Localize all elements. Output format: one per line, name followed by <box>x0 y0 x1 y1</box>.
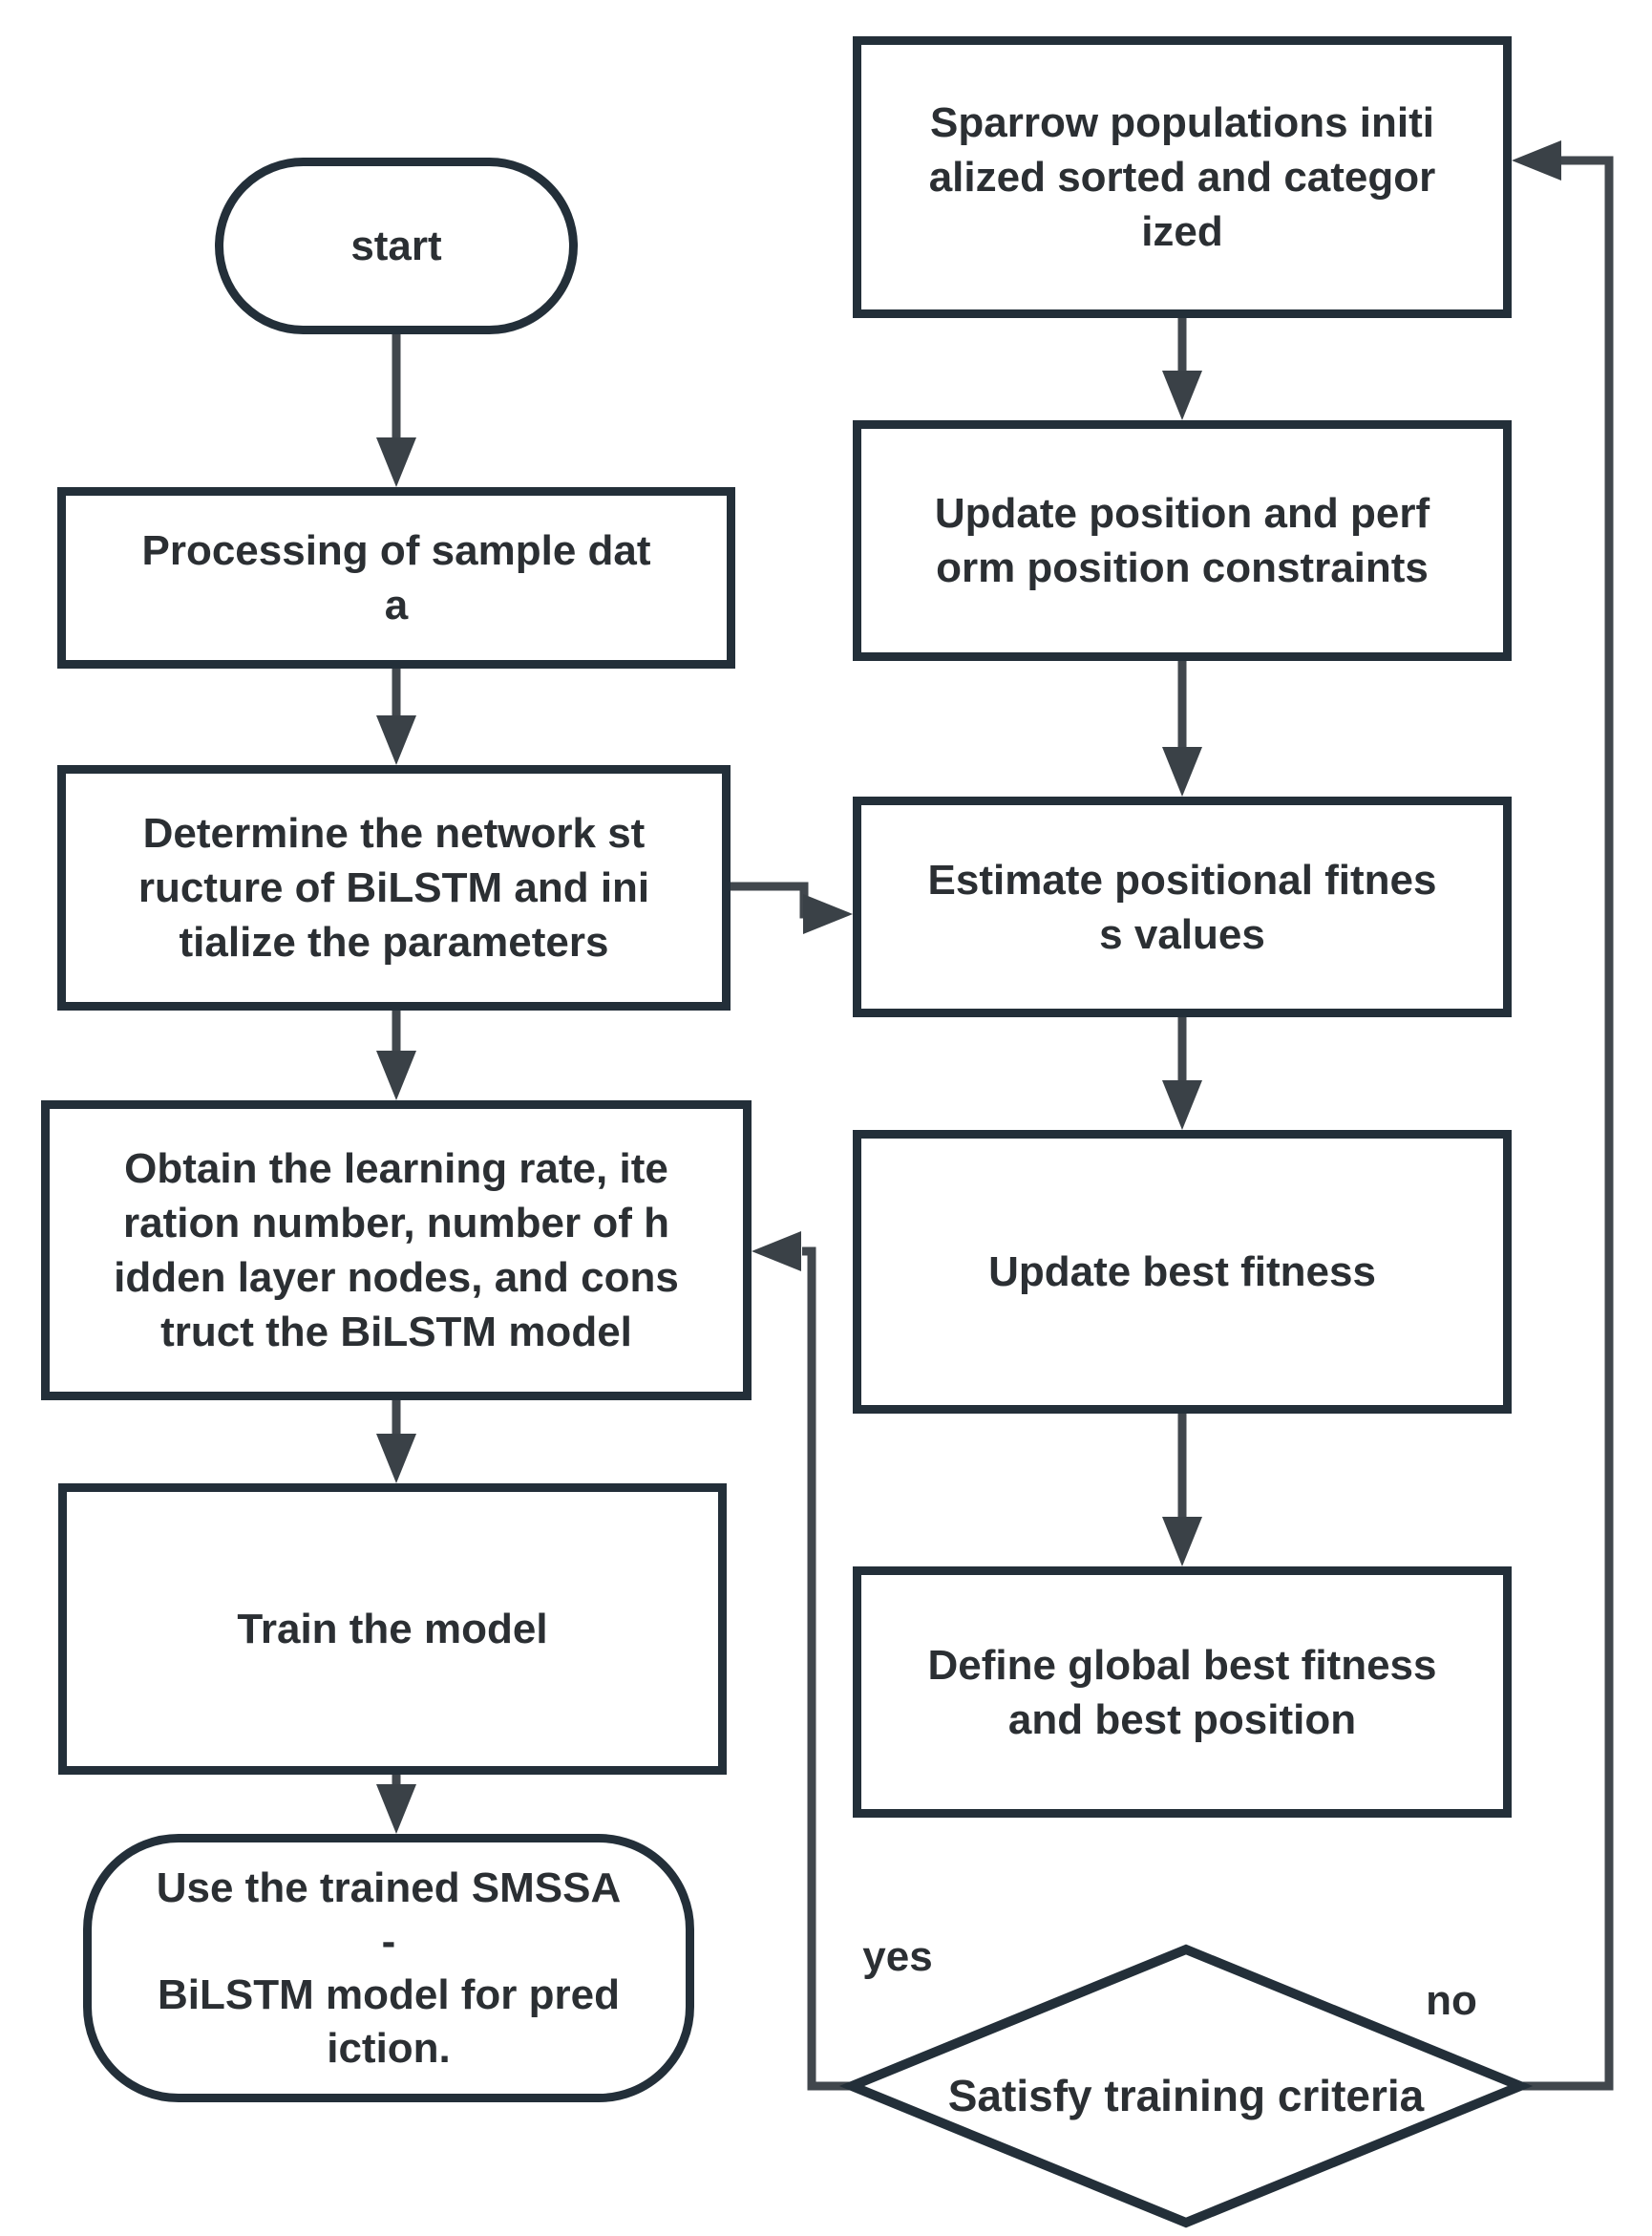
arrow-yes-loop <box>752 1231 852 2091</box>
node-text-line: Define global best fitness <box>927 1641 1437 1689</box>
node-text-line: iction. <box>327 2024 451 2072</box>
node-update-position: Update position and perf orm position co… <box>853 420 1512 661</box>
arrow-train-to-use-model <box>376 1775 416 1834</box>
edge-label-yes: yes <box>862 1933 933 1980</box>
node-text-line: Update position and perf <box>934 490 1430 537</box>
node-text-line: Use the trained SMSSA <box>156 1863 622 1911</box>
node-text-line: truct the BiLSTM model <box>160 1309 632 1355</box>
node-text-line: Obtain the learning rate, ite <box>124 1145 668 1192</box>
node-text-line: s values <box>1099 910 1265 958</box>
node-text-line: and best position <box>1007 1695 1357 1743</box>
arrow-obtain-to-train <box>376 1400 416 1483</box>
node-processing-sample-data: Processing of sample dat a <box>57 487 735 669</box>
node-text-line: alized sorted and categor <box>928 154 1436 201</box>
node-text-line: tialize the parameters <box>179 919 609 966</box>
node-text-line: idden layer nodes, and cons <box>114 1254 679 1301</box>
arrow-sparrow-to-update-position <box>1162 318 1202 420</box>
node-estimate-fitness: Estimate positional fitnes s values <box>853 797 1512 1017</box>
arrow-estimate-to-update-best <box>1162 1017 1202 1130</box>
node-text-line: Determine the network st <box>142 810 646 857</box>
node-start: start <box>215 158 578 334</box>
node-update-best-fitness: Update best fitness <box>853 1130 1512 1414</box>
node-text-line: ration number, number of h <box>122 1200 670 1246</box>
node-text-line: ructure of BiLSTM and ini <box>138 864 650 911</box>
node-use-trained-model: Use the trained SMSSA - BiLSTM model for… <box>83 1834 694 2102</box>
node-text-line: start <box>350 223 442 269</box>
node-text-line: a <box>384 582 409 628</box>
arrow-determine-to-obtain <box>376 1011 416 1100</box>
arrow-determine-to-estimate <box>731 882 853 934</box>
node-decision-satisfy-criteria: Satisfy training criteria <box>947 2071 1425 2120</box>
edge-label-no: no <box>1426 1977 1477 2024</box>
node-text-line: Train the model <box>237 1606 548 1652</box>
arrow-update-position-to-estimate <box>1162 661 1202 797</box>
arrow-start-to-processing <box>376 334 416 487</box>
node-text-line: orm position constraints <box>936 544 1429 591</box>
node-text-line: Estimate positional fitnes <box>927 856 1437 904</box>
node-text-line: - <box>381 1917 396 1965</box>
node-sparrow-populations: Sparrow populations initi alized sorted … <box>853 36 1512 318</box>
decision-diamond-shape <box>838 1944 1534 2228</box>
arrow-processing-to-determine <box>376 669 416 765</box>
node-text-line: BiLSTM model for pred <box>158 1970 620 2018</box>
node-train-model: Train the model <box>58 1483 727 1775</box>
arrow-no-loop <box>1512 140 1614 2091</box>
node-obtain-parameters: Obtain the learning rate, ite ration num… <box>41 1100 752 1400</box>
node-text-line: Processing of sample dat <box>141 527 651 574</box>
node-text-line: ized <box>1141 208 1223 255</box>
node-determine-network-structure: Determine the network st ructure of BiLS… <box>57 765 731 1011</box>
arrow-update-best-to-define <box>1162 1414 1202 1566</box>
node-define-global-best: Define global best fitness and best posi… <box>853 1566 1512 1818</box>
node-text-line: Update best fitness <box>988 1248 1376 1295</box>
node-text-line: Sparrow populations initi <box>930 99 1434 146</box>
